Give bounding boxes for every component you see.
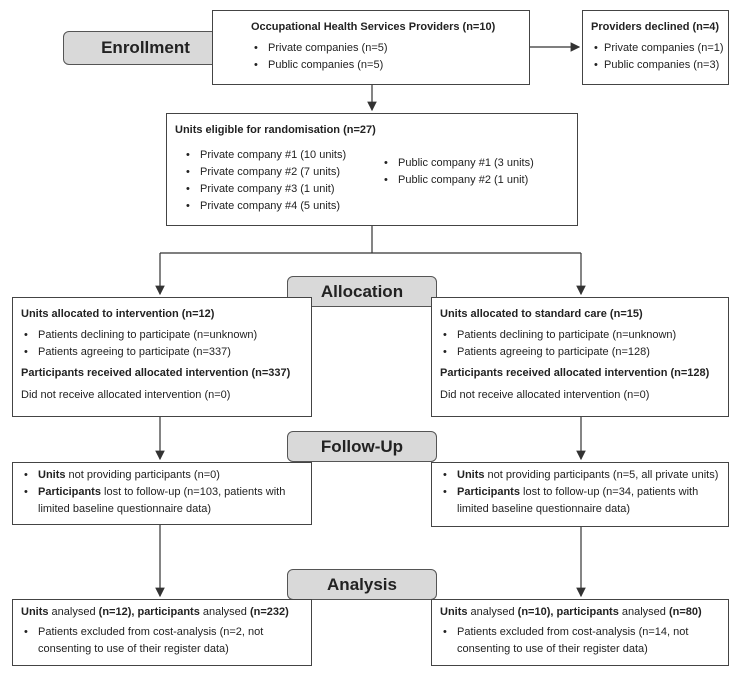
stage-enrollment: Enrollment	[63, 31, 228, 65]
stage-follow-up: Follow-Up	[287, 431, 437, 462]
analysis-right-cont: consenting to use of their register data…	[457, 643, 648, 655]
followup-right-units: Units not providing participants (n=5, a…	[440, 467, 720, 484]
participants-text: lost to follow-up (n=103, patients with	[100, 486, 286, 498]
units-count: (n=10), participants	[517, 606, 619, 618]
analysed-text: analysed	[48, 606, 99, 618]
intervention-item: Patients declining to participate (n=unk…	[21, 327, 303, 344]
providers-title: Occupational Health Services Providers (…	[251, 21, 496, 33]
providers-box: Occupational Health Services Providers (…	[212, 10, 530, 85]
analysis-left-box: Units analysed (n=12), participants anal…	[12, 599, 312, 666]
analysed-text: analysed	[618, 606, 669, 618]
eligible-item: Private company #3 (1 unit)	[183, 181, 346, 198]
standard-title: Units allocated to standard care (n=15)	[440, 308, 643, 320]
units-label: Units	[38, 469, 66, 481]
eligible-box: Units eligible for randomisation (n=27) …	[166, 113, 578, 226]
providers-item: Public companies (n=5)	[251, 57, 519, 74]
eligible-item: Public company #1 (3 units)	[381, 155, 534, 172]
followup-left-participants: Participants lost to follow-up (n=103, p…	[21, 484, 303, 501]
declined-item: Public companies (n=3)	[591, 57, 720, 74]
stage-allocation: Allocation	[287, 276, 437, 307]
standard-not-received: Did not receive allocated intervention (…	[440, 389, 650, 401]
units-text: not providing participants (n=0)	[65, 469, 220, 481]
declined-box: Providers declined (n=4) Private compani…	[582, 10, 729, 85]
eligible-item: Private company #1 (10 units)	[183, 147, 346, 164]
analysis-left-item: Patients excluded from cost-analysis (n=…	[21, 624, 303, 641]
participants-count: (n=80)	[668, 606, 702, 618]
eligible-item: Public company #2 (1 unit)	[381, 172, 534, 189]
eligible-title: Units eligible for randomisation (n=27)	[175, 124, 376, 136]
analysed-text: analysed	[199, 606, 250, 618]
analysis-left-header: Units analysed (n=12), participants anal…	[21, 604, 303, 621]
followup-left-cont: limited baseline questionnaire data)	[38, 503, 212, 515]
followup-right-box: Units not providing participants (n=5, a…	[431, 462, 729, 527]
intervention-not-received: Did not receive allocated intervention (…	[21, 389, 231, 401]
participants-label: Participants	[457, 486, 520, 498]
participants-text: lost to follow-up (n=34, patients with	[519, 486, 699, 498]
intervention-box: Units allocated to intervention (n=12) P…	[12, 297, 312, 417]
stage-analysis: Analysis	[287, 569, 437, 600]
intervention-item: Patients agreeing to participate (n=337)	[21, 344, 303, 361]
analysis-left-cont: consenting to use of their register data…	[38, 643, 229, 655]
providers-item: Private companies (n=5)	[251, 40, 519, 57]
analysis-right-header: Units analysed (n=10), participants anal…	[440, 604, 720, 621]
participants-label: Participants	[38, 486, 101, 498]
eligible-item: Private company #2 (7 units)	[183, 164, 346, 181]
declined-title: Providers declined (n=4)	[591, 21, 720, 33]
followup-left-box: Units not providing participants (n=0) P…	[12, 462, 312, 525]
participants-count: (n=232)	[249, 606, 289, 618]
standard-item: Patients declining to participate (n=unk…	[440, 327, 720, 344]
followup-right-cont: limited baseline questionnaire data)	[457, 503, 631, 515]
units-count: (n=12), participants	[98, 606, 200, 618]
analysed-text: analysed	[467, 606, 518, 618]
standard-care-box: Units allocated to standard care (n=15) …	[431, 297, 729, 417]
eligible-item: Private company #4 (5 units)	[183, 198, 346, 215]
analysis-right-box: Units analysed (n=10), participants anal…	[431, 599, 729, 666]
declined-item: Private companies (n=1)	[591, 40, 724, 57]
analysis-right-item: Patients excluded from cost-analysis (n=…	[440, 624, 720, 641]
standard-received: Participants received allocated interven…	[440, 367, 710, 379]
units-label: Units	[457, 469, 485, 481]
units-label: Units	[440, 606, 468, 618]
standard-item: Patients agreeing to participate (n=128)	[440, 344, 720, 361]
intervention-received: Participants received allocated interven…	[21, 367, 291, 379]
units-label: Units	[21, 606, 49, 618]
followup-right-participants: Participants lost to follow-up (n=34, pa…	[440, 484, 720, 501]
intervention-title: Units allocated to intervention (n=12)	[21, 308, 215, 320]
units-text: not providing participants (n=5, all pri…	[484, 469, 719, 481]
followup-left-units: Units not providing participants (n=0)	[21, 467, 303, 484]
